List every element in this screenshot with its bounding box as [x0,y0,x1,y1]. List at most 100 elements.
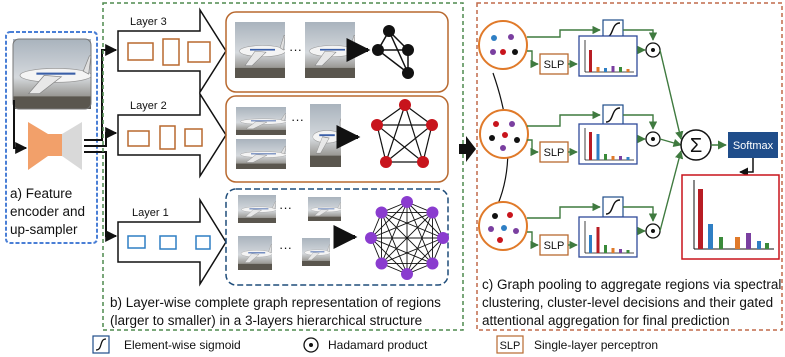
layer-1-ellipsis-top: ··· [279,200,292,215]
slp-label: SLP [544,147,565,159]
graph-node [401,268,413,280]
legend: Element-wise sigmoid Hadamard product SL… [92,335,658,354]
hadamard-icon [645,131,661,147]
panel-a-caption-line3: up-sampler [10,222,78,237]
histogram-bar [596,67,600,72]
layer-1-arrow [117,197,227,287]
region-image [310,104,341,167]
histogram-bar [626,157,630,160]
histogram-bar [604,154,607,160]
graph-node [426,119,438,131]
legend-hadamard-label: Hadamard product [328,338,428,352]
panel-a-caption-line1: a) Feature [10,186,72,201]
layer-2-complete-graph [371,99,438,168]
graph-node [402,44,414,56]
cluster-2 [479,109,529,159]
graph-node [371,119,383,131]
histogram-bar [589,132,592,160]
region-box [195,235,211,250]
cluster-3 [478,201,528,251]
final-bar [735,237,740,249]
panel-b-caption-line1: b) Layer-wise complete graph representat… [110,295,441,310]
final-bar [746,233,751,249]
sigmoid-icon [602,104,624,126]
layer-3-label: Layer 3 [130,16,167,28]
layer-1-complete-graph [365,196,449,280]
softmax-box [728,132,778,158]
slp-label: SLP [544,59,565,71]
layer-2-label: Layer 2 [130,100,167,112]
region-box [127,130,150,147]
panel-b-caption-line2: (larger to smaller) in a 3-layers hierar… [110,313,422,328]
layer-3-complete-graph [372,25,414,79]
panel-c-caption-line1: c) Graph pooling to aggregate regions vi… [482,277,781,292]
input-image [12,38,92,110]
histogram-bar [619,249,622,253]
graph-node [380,156,392,168]
final-bar [719,237,723,249]
histogram-bar [611,66,615,72]
graph-node [375,206,388,219]
sigmoid-to-hadamard-arrow [623,29,658,41]
encoder-output-arrow-1 [84,44,118,141]
sigmoid-to-hadamard-arrow [623,114,658,130]
final-prediction-frame [681,174,780,260]
region-image [308,197,341,221]
histogram-bar [589,235,592,253]
region-box [159,125,176,150]
sum-symbol: Σ [690,135,702,157]
region-image [305,22,355,78]
histogram-bar [596,227,600,253]
graph-node [426,206,439,219]
panel-a: a) Feature encoder and up-sampler [5,31,118,244]
cluster-branch-1: SLP [527,19,684,140]
legend-slp-label: Single-layer perceptron [534,338,658,352]
histogram-bar [611,156,615,160]
layer-3-group-frame [225,11,449,93]
final-bar [708,224,713,249]
histogram-bar [604,68,607,72]
layer-3: Layer 3 ··· [117,7,449,95]
region-box [127,42,154,61]
region-image [235,22,285,78]
cluster-branch-3: SLP [527,150,684,258]
region-image [236,107,286,135]
panel-c: SLP SLP SLP Σ Softmax c) Graph pooling to … [476,2,783,331]
histogram-bar [619,156,622,160]
layer-2-group-frame [225,95,449,183]
encoder-output-arrow-2 [84,127,118,147]
slp-label: SLP [544,240,565,252]
layer-3-arrow [117,7,227,95]
layer-1-label: Layer 1 [132,207,169,219]
hadamard-to-sum-arrow [659,138,682,147]
region-box [159,235,177,250]
graph-node [375,257,388,270]
panel-b: Layer 3 ··· [102,2,464,331]
region-image [302,238,330,266]
encoder-output-arrow-3 [84,151,118,242]
layer-2: Layer 2 ··· [117,91,449,183]
to-slp-arrow [527,50,539,69]
layer-1: Layer 1 ··· ··· [117,188,449,287]
histogram-bar [626,69,630,72]
panel-c-caption-line3: attentional aggregation for final predic… [482,313,730,328]
layer-3-ellipsis: ··· [289,42,302,57]
graph-node [401,196,413,208]
legend-slp-box-label: SLP [500,340,521,352]
panel-a-caption-line2: encoder and [10,204,85,219]
input-arrow [13,100,28,154]
to-slp-arrow [527,139,539,157]
layer-2-arrow [117,91,227,179]
sigmoid-icon [92,335,110,354]
to-sigmoid-arrow [527,110,601,127]
graph-node [426,257,439,270]
hadamard-to-sum-arrow [659,150,684,232]
to-sigmoid-arrow [527,25,601,38]
to-slp-arrow [527,231,539,250]
to-sigmoid-arrow [527,202,601,219]
panel-c-frame [476,2,783,331]
region-box [162,38,180,66]
softmax-label: Softmax [733,140,774,152]
histogram-bar [626,250,630,253]
